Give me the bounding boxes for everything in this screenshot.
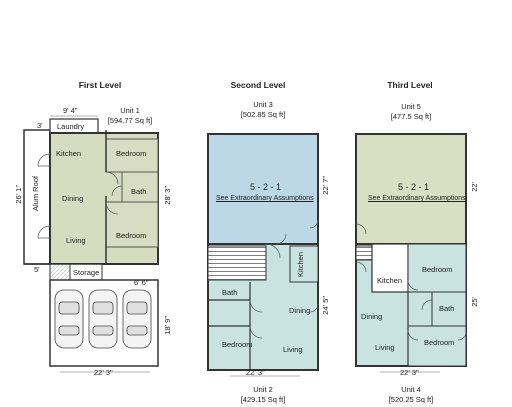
second-unit-mix: 5 - 2 - 1 bbox=[250, 182, 282, 192]
unit1-name: Unit 1 bbox=[120, 106, 140, 115]
second-dim-bottom: 22' 3" bbox=[246, 368, 265, 377]
bedroom1-label: Bedroom bbox=[116, 149, 147, 158]
bath-label: Bath bbox=[131, 187, 147, 196]
third-kitchen-room bbox=[371, 243, 409, 293]
second-level-title: Second Level bbox=[230, 80, 286, 90]
unit3-area: [502.85 Sq ft] bbox=[240, 110, 286, 119]
first-dim-right: 28' 3" bbox=[163, 186, 172, 205]
third-dim-bottom: 22' 3" bbox=[400, 368, 419, 377]
car-icon bbox=[88, 289, 118, 349]
first-dim-left: 26' 1" bbox=[14, 185, 23, 204]
second-dim-right-bottom: 24' 5" bbox=[321, 296, 330, 315]
third-dining-label: Dining bbox=[361, 312, 383, 321]
unit5-floor bbox=[355, 133, 467, 245]
first-dim-3: 3' bbox=[37, 121, 43, 130]
first-level-title: First Level bbox=[78, 80, 122, 90]
unit3-name: Unit 3 bbox=[253, 100, 273, 109]
unit5-label: Unit 5 [477.5 Sq ft] bbox=[378, 102, 444, 122]
second-living-label: Living bbox=[283, 345, 303, 354]
second-assumptions-link[interactable]: See Extraordinary Assumptions bbox=[216, 195, 314, 202]
unit3-label: Unit 3 [502.85 Sq ft] bbox=[228, 100, 298, 120]
stairs bbox=[207, 245, 267, 281]
unit5-name: Unit 5 bbox=[401, 102, 421, 111]
third-dim-right-bottom: 25' bbox=[470, 297, 479, 307]
second-bath-label: Bath bbox=[222, 288, 238, 297]
car-icon bbox=[122, 289, 152, 349]
storage-label: Storage bbox=[73, 268, 100, 277]
third-dim-right-top: 22' bbox=[470, 182, 479, 192]
second-level-plan bbox=[207, 133, 319, 377]
third-living-label: Living bbox=[375, 343, 395, 352]
first-dim-5: 5' bbox=[34, 265, 40, 274]
first-dim-bottom: 22' 3" bbox=[94, 368, 113, 377]
third-assumptions-link[interactable]: See Extraordinary Assumptions bbox=[368, 195, 466, 202]
bedroom2-label: Bedroom bbox=[116, 231, 147, 240]
second-bedroom-label: Bedroom bbox=[222, 340, 253, 349]
third-unit-mix: 5 - 2 - 1 bbox=[398, 182, 430, 192]
first-level-plan bbox=[23, 115, 159, 373]
unit2-label: Unit 2 [429.15 Sq ft] bbox=[228, 385, 298, 405]
first-dim-66: 6' 6" bbox=[134, 278, 149, 287]
unit2-name: Unit 2 bbox=[253, 385, 273, 394]
first-dim-garage: 18' 9" bbox=[163, 316, 172, 335]
third-kitchen-label: Kitchen bbox=[377, 276, 403, 285]
second-dining-label: Dining bbox=[289, 306, 311, 315]
third-level-title: Third Level bbox=[387, 80, 433, 90]
third-bath-label: Bath bbox=[439, 304, 455, 313]
unit4-area: [520.25 Sq ft] bbox=[388, 395, 434, 404]
unit3-floor bbox=[207, 133, 319, 245]
unit1-label: Unit 1 [594.77 Sq ft] bbox=[100, 106, 160, 126]
third-bath-room bbox=[431, 291, 467, 327]
living-label: Living bbox=[66, 236, 86, 245]
second-kitchen-area bbox=[289, 245, 319, 283]
car-icon bbox=[54, 289, 84, 349]
kitchen-label: Kitchen bbox=[56, 149, 82, 158]
unit2-area: [429.15 Sq ft] bbox=[240, 395, 286, 404]
third-bedroom2-label: Bedroom bbox=[424, 338, 455, 347]
dining-label: Dining bbox=[62, 194, 84, 203]
third-bedroom1-room bbox=[407, 243, 467, 293]
laundry-label: Laundry bbox=[57, 122, 85, 131]
unit4-name: Unit 4 bbox=[401, 385, 421, 394]
bedroom2-room bbox=[105, 201, 159, 248]
bedroom1-room bbox=[105, 138, 159, 173]
second-kitchen-label: Kitchen bbox=[296, 252, 305, 278]
alum-roof-label: Alum Roof bbox=[31, 176, 40, 212]
unit4-label: Unit 4 [520.25 Sq ft] bbox=[378, 385, 444, 405]
third-bedroom1-label: Bedroom bbox=[422, 265, 453, 274]
unit1-area: [594.77 Sq ft] bbox=[107, 116, 153, 125]
unit5-area: [477.5 Sq ft] bbox=[390, 112, 432, 121]
alum-roof-area bbox=[23, 129, 51, 265]
third-level-plan bbox=[355, 133, 467, 373]
first-dim-top: 9' 4" bbox=[63, 106, 78, 115]
second-dim-right-top: 22' 7" bbox=[321, 176, 330, 195]
